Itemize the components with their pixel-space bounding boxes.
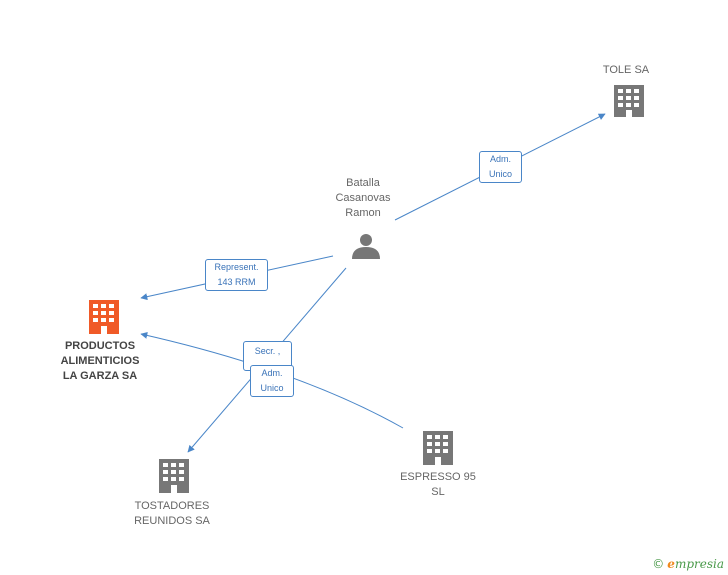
node-label-productos[interactable]: PRODUCTOS ALIMENTICIOS LA GARZA SA [60, 340, 140, 382]
edge-label-represent: Represent. 143 RRM [205, 259, 268, 291]
building-icon [614, 85, 644, 117]
empresia-logo: ©empresia [652, 557, 724, 571]
person-icon [352, 234, 380, 259]
node-label-espresso[interactable]: ESPRESSO 95 SL [400, 471, 476, 498]
node-label-tostadores[interactable]: TOSTADORES REUNIDOS SA [134, 500, 210, 527]
brand-e: e [667, 557, 675, 571]
node-label-person[interactable]: Batalla Casanovas Ramon [335, 177, 391, 219]
copyright-icon: © [652, 557, 665, 571]
building-icon [89, 300, 119, 334]
building-icon [159, 459, 189, 493]
brand-name: mpresia [674, 557, 724, 571]
edge-label-adm-unico: Adm. Unico [250, 365, 294, 397]
building-icon [423, 431, 453, 465]
edge-label-adm-tole: Adm. Unico [479, 151, 522, 183]
node-label-tole[interactable]: TOLE SA [602, 64, 650, 76]
